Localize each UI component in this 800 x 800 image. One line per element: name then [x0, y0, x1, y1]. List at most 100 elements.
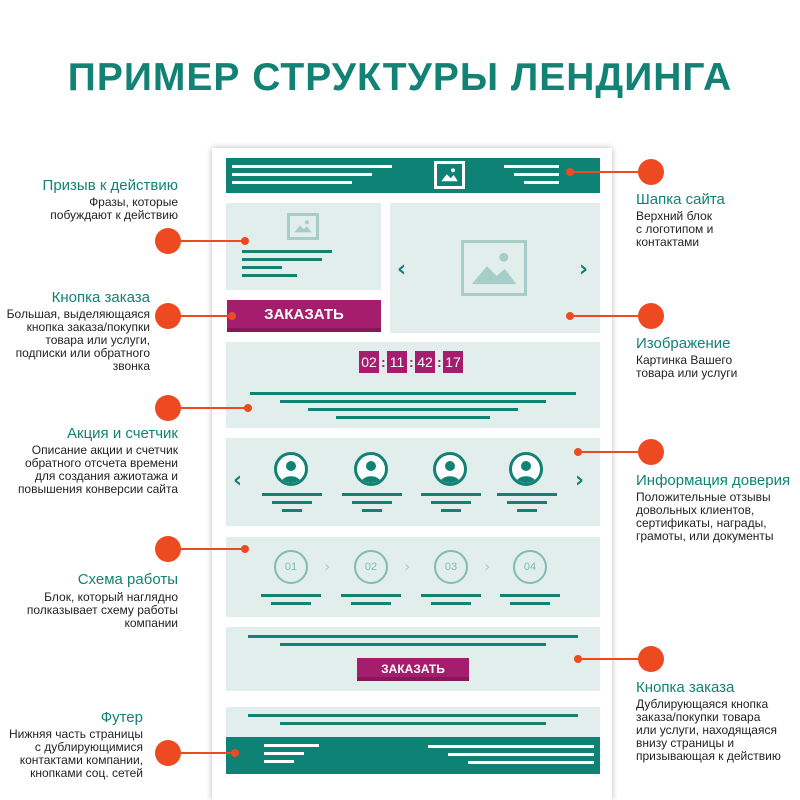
marker-dot — [155, 303, 181, 329]
marker-dot — [155, 740, 181, 766]
order-button-bottom[interactable]: ЗАКАЗАТЬ — [357, 658, 469, 681]
callout-header-desc: с логотипом и — [636, 222, 714, 236]
connector-line — [180, 240, 245, 242]
step-circle: 01 — [274, 550, 308, 584]
user-avatar-icon — [354, 452, 388, 486]
connector-line — [580, 451, 640, 453]
footer-line — [468, 761, 594, 764]
cta-text-line — [242, 258, 322, 261]
order-button[interactable]: ЗАКАЗАТЬ — [227, 300, 381, 332]
marker-dot — [155, 536, 181, 562]
callout-order-desc: подписки или обратного — [15, 346, 150, 360]
callout-image-desc: Картинка Вашего — [636, 353, 733, 367]
chevron-right-icon[interactable]: › — [579, 257, 589, 282]
logo-image-icon — [434, 161, 465, 189]
header-text-line — [232, 173, 372, 176]
callout-trust-desc: грамоты, или документы — [636, 529, 774, 543]
callout-cta-desc: Фразы, которые — [89, 195, 178, 209]
connector-line — [180, 407, 248, 409]
marker-dot — [155, 228, 181, 254]
chevron-left-icon[interactable]: ‹ — [397, 257, 407, 282]
step-text-line — [510, 602, 550, 605]
chevron-right-icon: › — [324, 557, 331, 576]
callout-order-desc: звонка — [112, 359, 150, 373]
chevron-right-icon: › — [484, 557, 491, 576]
step-circle: 04 — [513, 550, 547, 584]
footer-line — [428, 745, 594, 748]
chevron-left-icon[interactable]: ‹ — [233, 468, 243, 493]
timer-frames: 17 — [443, 351, 463, 373]
mockup-header — [226, 158, 600, 193]
callout-trust-desc: довольных клиентов, — [636, 503, 755, 517]
connector-end — [228, 312, 236, 320]
bottom-text-line — [280, 643, 546, 646]
callout-footer-desc: Нижняя часть страницы — [8, 727, 143, 741]
callout-footer-title: Футер — [100, 709, 143, 726]
image-placeholder-icon — [287, 213, 319, 240]
callout-order-dup-desc: призывающая к действию — [636, 749, 781, 763]
callout-trust-desc: Положительные отзывы — [636, 490, 771, 504]
callout-scheme-desc: компании — [124, 616, 178, 630]
review-text-line — [431, 501, 471, 504]
timer-separator: : — [437, 354, 442, 370]
timer-separator: : — [409, 354, 414, 370]
callout-order-desc: кнопка заказа/покупки — [26, 320, 150, 334]
callout-order-dup-desc: внизу страницы и — [636, 736, 735, 750]
callout-scheme-desc: Блок, который наглядно — [44, 590, 178, 604]
connector-end — [231, 749, 239, 757]
page-title: ПРИМЕР СТРУКТУРЫ ЛЕНДИНГА — [67, 56, 733, 99]
marker-dot — [638, 646, 664, 672]
footer-line — [264, 752, 304, 755]
review-text-line — [517, 509, 537, 512]
review-text-line — [282, 509, 302, 512]
callout-order-desc: Большая, выделяющаяся — [6, 307, 150, 321]
promo-text-line — [280, 400, 546, 403]
cta-text-line — [242, 250, 332, 253]
timer-separator: : — [381, 354, 386, 370]
marker-dot — [638, 439, 664, 465]
callout-cta-title: Призыв к действию — [42, 177, 178, 194]
footer-line — [264, 760, 294, 763]
footer-text-line — [248, 714, 578, 717]
review-text-line — [362, 509, 382, 512]
chevron-right-icon[interactable]: › — [575, 468, 585, 493]
header-contact-line — [524, 181, 559, 184]
user-avatar-icon — [509, 452, 543, 486]
connector-line — [572, 171, 640, 173]
header-text-line — [232, 181, 352, 184]
callout-promo-desc: повышения конверсии сайта — [17, 482, 178, 496]
cta-text-line — [242, 274, 297, 277]
callout-footer-desc: с дублирующимися — [34, 740, 143, 754]
footer-line — [448, 753, 594, 756]
bottom-text-line — [248, 635, 578, 638]
connector-line — [180, 752, 235, 754]
callout-scheme-desc: полказывает схему работы — [26, 603, 178, 617]
callout-order-dup-desc: или услуги, находящаяся — [636, 723, 777, 737]
header-contact-line — [504, 165, 559, 168]
connector-end — [241, 545, 249, 553]
review-text-line — [352, 501, 392, 504]
connector-end — [574, 655, 582, 663]
callout-promo-desc: Описание акции и счетчик — [31, 443, 178, 457]
callout-order-title: Кнопка заказа — [51, 289, 150, 306]
callout-order-dup-title: Кнопка заказа — [636, 679, 735, 696]
connector-end — [574, 448, 582, 456]
connector-line — [572, 315, 640, 317]
step-circle: 02 — [354, 550, 388, 584]
cta-text-line — [242, 266, 282, 269]
callout-promo-desc: обратного отсчета времени — [24, 456, 178, 470]
callout-trust-desc: сертификаты, награды, — [636, 516, 767, 530]
callout-header-desc: Верхний блок — [636, 209, 712, 223]
callout-header-title: Шапка сайта — [636, 191, 725, 208]
marker-dot — [155, 395, 181, 421]
callout-footer-desc: кнопками соц. сетей — [30, 766, 143, 780]
footer-line — [264, 744, 319, 747]
step-circle: 03 — [434, 550, 468, 584]
step-text-line — [500, 594, 560, 597]
timer-seconds: 42 — [415, 351, 435, 373]
chevron-right-icon: › — [404, 557, 411, 576]
callout-scheme-title: Схема работы — [77, 571, 178, 588]
marker-dot — [638, 159, 664, 185]
promo-text-line — [336, 416, 490, 419]
footer-text-line — [280, 722, 546, 725]
